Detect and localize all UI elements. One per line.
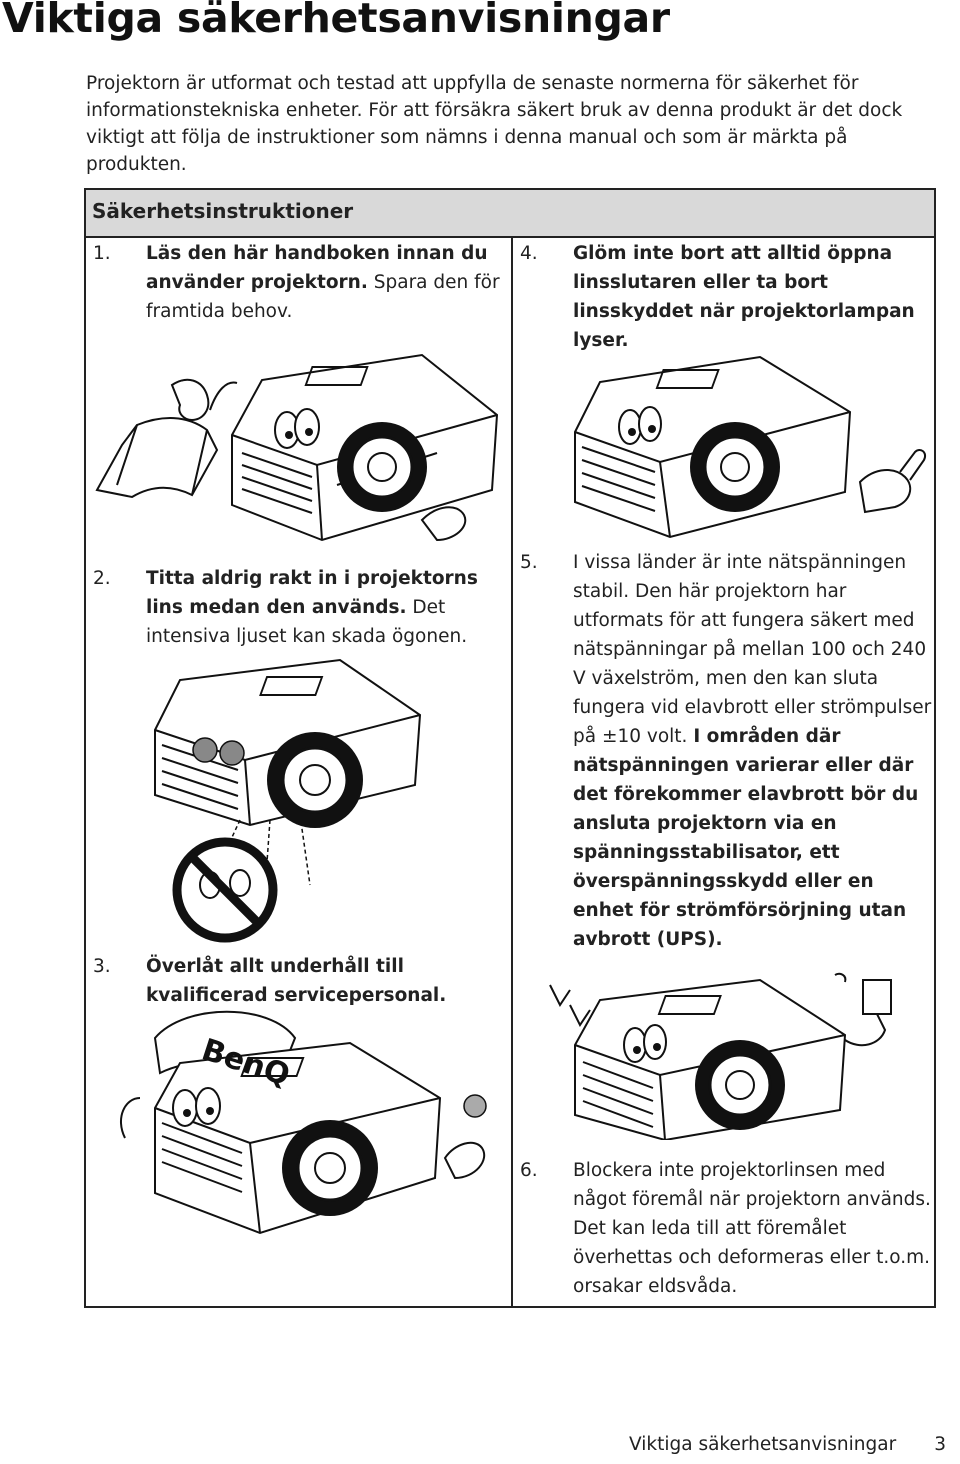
voltage-stabilizer-illustration xyxy=(549,972,892,1140)
page-footer: Viktiga säkerhetsanvisningar 3 xyxy=(629,1434,946,1455)
item-text: Överlåt allt underhåll till kvalificerad… xyxy=(146,952,486,1010)
service-personnel-illustration: BenQ xyxy=(120,1010,487,1235)
section-header: Säkerhetsinstruktioner xyxy=(86,190,934,238)
item-bold-text: Läs den här handboken innan du använder … xyxy=(146,243,488,293)
item-number: 6. xyxy=(520,1160,538,1181)
item-normal-text: Spara den för framtida behov. xyxy=(146,272,500,322)
page-number: 3 xyxy=(934,1434,946,1455)
item-text: Läs den här handboken innan du använder … xyxy=(146,239,506,326)
item-number: 5. xyxy=(520,552,538,573)
projector-lens-open-illustration xyxy=(574,355,926,539)
footer-label: Viktiga säkerhetsanvisningar xyxy=(629,1434,897,1455)
item-normal-text: I vissa länder är inte nätspänningen sta… xyxy=(573,552,932,747)
item-bold-text: Titta aldrig rakt in i projektorns lins … xyxy=(146,568,478,618)
intro-paragraph: Projektorn är utformat och testad att up… xyxy=(86,73,903,175)
item-text: Blockera inte projektorlinsen med något … xyxy=(573,1156,935,1301)
item-number: 1. xyxy=(93,243,111,264)
item-bold-text: Glöm inte bort att alltid öppna linsslut… xyxy=(573,243,915,351)
do-not-look-into-lens-illustration xyxy=(154,658,422,943)
item-normal-text: Det intensiva ljuset kan skada ögonen. xyxy=(146,597,468,647)
item-text: Titta aldrig rakt in i projektorns lins … xyxy=(146,564,508,651)
item-number: 2. xyxy=(93,568,111,589)
item-normal-text: Blockera inte projektorlinsen med något … xyxy=(573,1160,931,1297)
section-heading: Säkerhetsinstruktioner xyxy=(92,199,354,223)
safety-instructions-box: Säkerhetsinstruktioner xyxy=(84,188,936,1308)
item-bold-text: I områden där nätspänningen varierar ell… xyxy=(573,726,919,950)
column-divider xyxy=(511,238,513,1306)
item-number: 3. xyxy=(93,956,111,977)
item-text: Glöm inte bort att alltid öppna linsslut… xyxy=(573,239,935,355)
item-text: I vissa länder är inte nätspänningen sta… xyxy=(573,548,933,954)
item-bold-text: Överlåt allt underhåll till kvalificerad… xyxy=(146,956,447,1006)
item-number: 4. xyxy=(520,243,538,264)
page-title: Viktiga säkerhetsanvisningar xyxy=(2,0,670,42)
projector-reading-manual-illustration xyxy=(95,353,499,542)
